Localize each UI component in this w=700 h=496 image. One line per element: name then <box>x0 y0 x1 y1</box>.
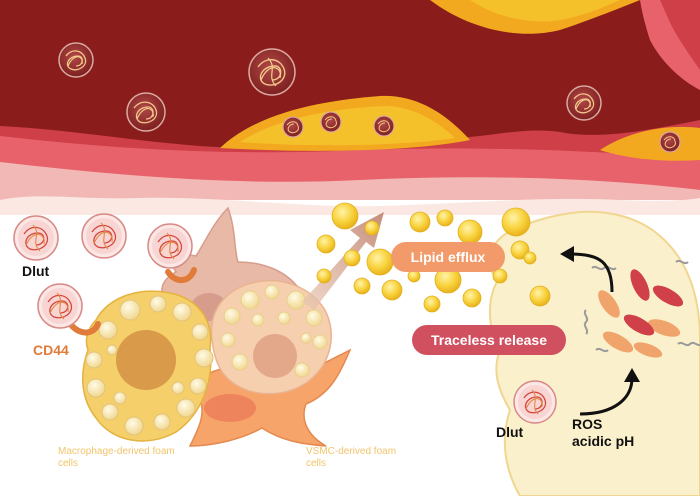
macrophage-nucleus <box>116 330 176 390</box>
ros-label: ROS <box>572 416 603 432</box>
ros-arrow <box>579 377 634 416</box>
nanoparticles-in-vessel <box>58 42 681 153</box>
acidic-ph-label: acidic pH <box>572 433 635 449</box>
lipid-efflux-label: Lipid efflux <box>391 242 505 272</box>
blood-vessel <box>0 0 700 200</box>
dlut-label-left: Dlut <box>22 263 50 279</box>
ros-trigger-label: ROS acidic pH <box>572 416 634 450</box>
nanoparticle <box>58 42 94 78</box>
macrophage-foam-cell <box>82 290 214 442</box>
vessel-lumen <box>0 0 700 149</box>
nanoparticle <box>659 131 681 153</box>
nanoparticle <box>566 85 602 121</box>
nanoparticle <box>282 116 304 138</box>
nanoparticle <box>126 92 166 132</box>
lipid-vacuoles <box>85 295 214 436</box>
ros-arrow-head <box>624 368 640 382</box>
lipid-vacuoles <box>220 284 328 378</box>
dlut-endocytosed <box>513 380 557 424</box>
dlut-nanoparticles <box>13 213 193 329</box>
release-arrow <box>569 252 614 293</box>
released-payload <box>583 259 700 358</box>
nanoparticle <box>320 111 342 133</box>
lipid-droplets <box>316 202 551 313</box>
nanoparticle <box>248 48 296 96</box>
cd44-receptors <box>69 267 197 336</box>
cd44-label: CD44 <box>33 342 69 358</box>
macrophage-foam-cells-label: Macrophage-derived foam cells <box>58 446 175 469</box>
vsmc-foam-cell-large <box>210 279 332 395</box>
recipient-cell <box>488 210 700 496</box>
dlut-label-right: Dlut <box>496 424 524 440</box>
nanoparticle <box>373 115 395 137</box>
efflux-arrow <box>302 212 384 310</box>
traceless-release-label: Traceless release <box>412 325 566 355</box>
vsmc-foam-cells-label: VSMC-derived foam cells <box>306 446 397 469</box>
release-arrow-head <box>560 246 574 262</box>
